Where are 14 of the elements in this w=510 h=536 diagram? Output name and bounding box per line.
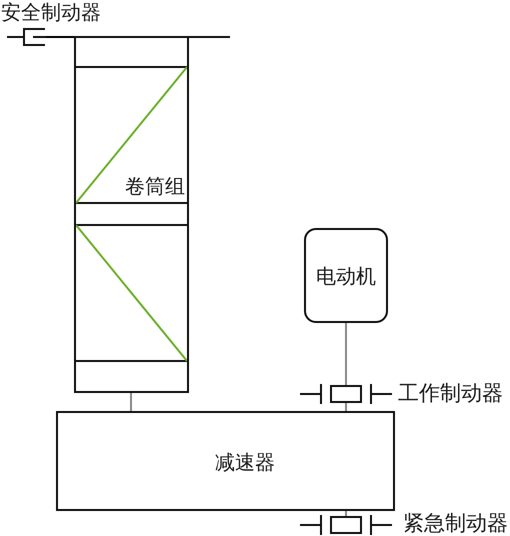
shaft-line [46, 36, 74, 38]
label: 电动机 [316, 264, 376, 288]
brake-symbol [300, 383, 392, 405]
brake-symbol [7, 28, 46, 46]
motor-box [304, 228, 388, 323]
brake-label: 紧急制动器 [403, 511, 508, 536]
brake-label: 工作制动器 [398, 381, 503, 406]
label: 卷筒组 [125, 174, 185, 198]
shaft-line [345, 323, 347, 386]
shaft-line [130, 393, 132, 411]
brake-symbol [300, 514, 392, 536]
label: 减速器 [215, 450, 275, 474]
reducer-box [56, 411, 395, 511]
brake-label: 安全制动器 [1, 0, 101, 24]
